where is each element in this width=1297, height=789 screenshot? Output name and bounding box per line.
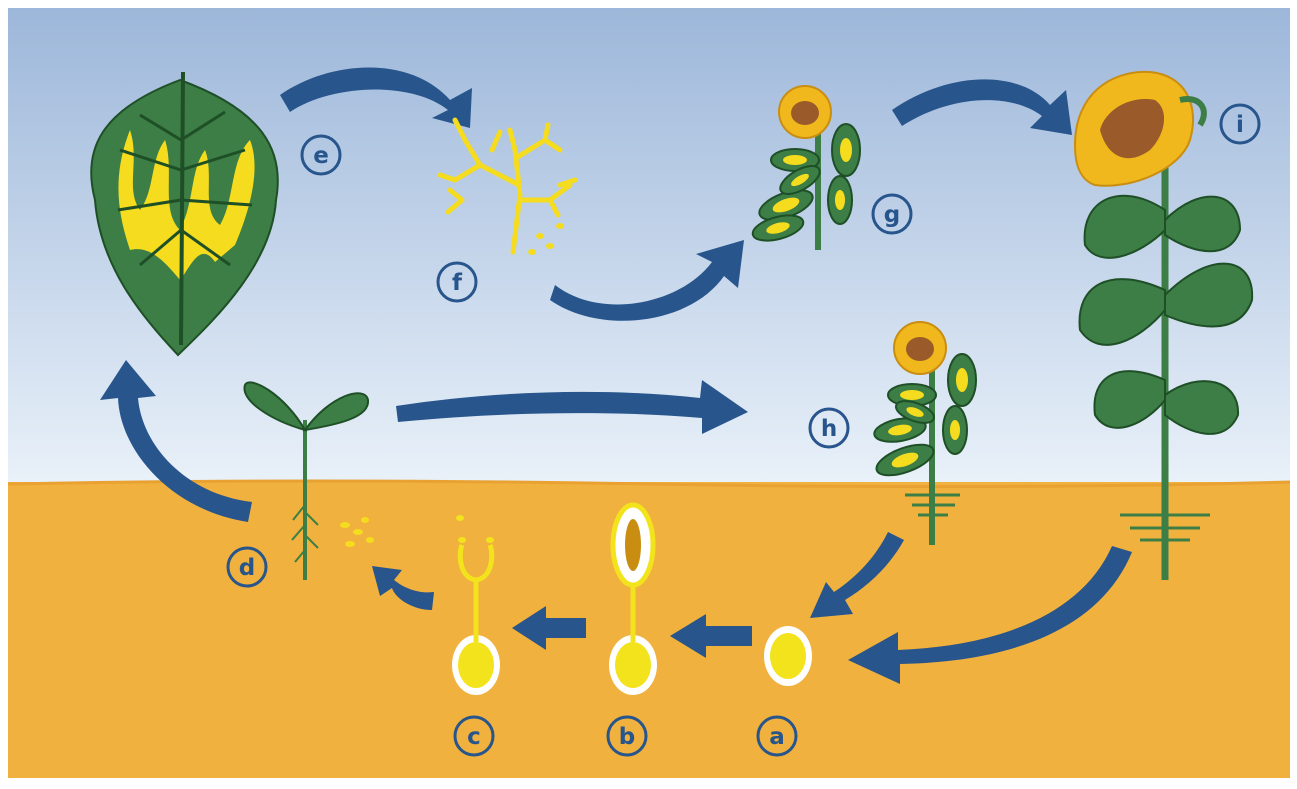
label-g-text: g bbox=[884, 202, 900, 228]
label-b-text: b bbox=[619, 724, 635, 750]
label-f-text: f bbox=[452, 270, 463, 296]
label-i-text: i bbox=[1236, 112, 1244, 138]
label-c-text: c bbox=[467, 724, 481, 750]
label-a-text: a bbox=[769, 724, 785, 750]
label-h-text: h bbox=[821, 416, 837, 442]
oospore-a bbox=[764, 626, 812, 686]
label-d-text: d bbox=[239, 555, 255, 581]
label-e-text: e bbox=[313, 143, 329, 169]
